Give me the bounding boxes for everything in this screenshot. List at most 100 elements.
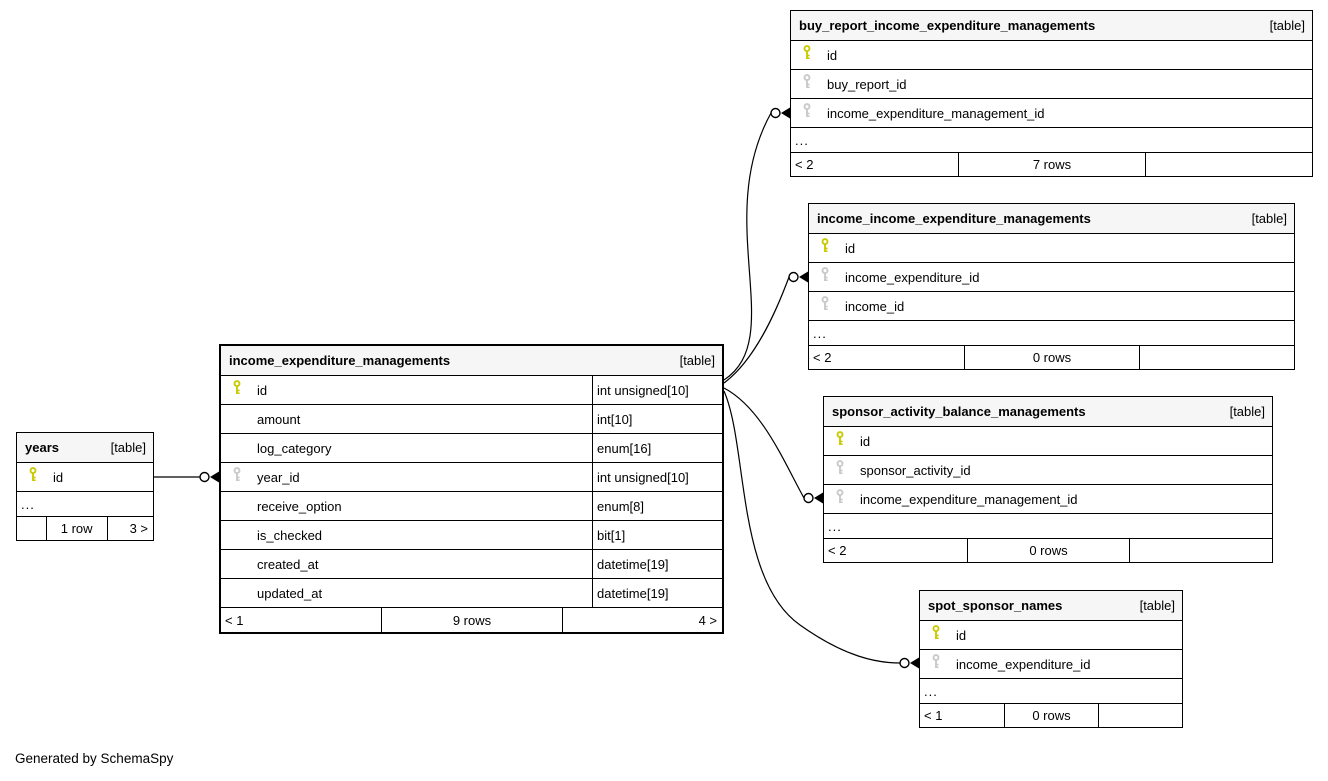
column-row-income_expenditure_management_id: income_expenditure_management_id xyxy=(824,484,1272,513)
key-icon-slot xyxy=(820,296,830,316)
cardinality-circle xyxy=(788,271,799,283)
column-cell: updated_at xyxy=(221,579,592,607)
table-header-years[interactable]: years [table] xyxy=(17,433,153,462)
column-name: id xyxy=(257,382,268,398)
foreign-key-arrowhead xyxy=(781,107,790,119)
key-icon-slot xyxy=(802,103,812,123)
column-cell: id xyxy=(791,41,1312,69)
column-row-income_expenditure_management_id: income_expenditure_management_id xyxy=(791,98,1312,127)
column-cell: id xyxy=(824,427,1272,455)
table-header-spot_sponsor_names[interactable]: spot_sponsor_names [table] xyxy=(920,591,1182,620)
column-cell: income_id xyxy=(809,292,1294,320)
column-name: id xyxy=(860,433,871,449)
table-header-income_income_expenditure_managements[interactable]: income_income_expenditure_managements[ta… xyxy=(809,204,1294,233)
column-cell: is_checked xyxy=(221,521,592,549)
column-cell: buy_report_id xyxy=(791,70,1312,98)
relationship-line xyxy=(723,390,901,664)
table-type-tag: [table] xyxy=(1139,598,1175,613)
primary-key-icon xyxy=(931,625,941,645)
cardinality-circle xyxy=(899,657,910,669)
table-title[interactable]: sponsor_activity_balance_managements xyxy=(832,404,1086,419)
truncated-columns-ellipsis: ... xyxy=(17,491,153,516)
key-icon-slot xyxy=(802,45,812,65)
relationship-income_expenditure_managements-to-buy_report_income_expenditure_managements xyxy=(723,107,790,381)
column-row-income_id: income_id xyxy=(809,291,1294,320)
cardinality-circle xyxy=(770,107,781,119)
row-count: 0 rows xyxy=(964,346,1139,369)
column-type: int unsigned[10] xyxy=(592,376,722,404)
column-row-buy_report_id: buy_report_id xyxy=(791,69,1312,98)
column-row-id: id xyxy=(809,233,1294,262)
foreign-key-arrowhead xyxy=(210,471,219,483)
column-type: datetime[19] xyxy=(592,550,722,578)
column-type: enum[8] xyxy=(592,492,722,520)
row-count: 7 rows xyxy=(957,153,1146,176)
foreign-key-icon xyxy=(820,296,830,316)
related-tables-right: 3 > xyxy=(106,517,153,540)
table-type-tag: [table] xyxy=(1229,404,1265,419)
key-icon-slot xyxy=(802,74,812,94)
column-cell: receive_option xyxy=(221,492,592,520)
column-name: updated_at xyxy=(257,585,323,601)
generator-credit: Generated by SchemaSpy xyxy=(15,751,174,766)
column-name: id xyxy=(845,240,856,256)
column-name: log_category xyxy=(257,440,332,456)
relationship-income_expenditure_managements-to-spot_sponsor_names xyxy=(723,390,919,669)
column-type: int[10] xyxy=(592,405,722,433)
table-header-sponsor_activity_balance_managements[interactable]: sponsor_activity_balance_managements [tab… xyxy=(824,397,1272,426)
table-title[interactable]: buy_report_income_expenditure_management… xyxy=(799,18,1096,33)
column-row-income_expenditure_id: income_expenditure_id xyxy=(809,262,1294,291)
column-cell: amount xyxy=(221,405,592,433)
related-tables-right: 4 > xyxy=(561,608,722,632)
table-header-buy_report_income_expenditure_managements[interactable]: buy_report_income_expenditure_management… xyxy=(791,11,1312,40)
column-name: id xyxy=(53,469,64,485)
table-type-tag: [table] xyxy=(1269,18,1305,33)
table-spot_sponsor_names: spot_sponsor_names [table] id income_expend… xyxy=(919,590,1183,728)
column-cell: id xyxy=(221,376,592,404)
key-icon-slot xyxy=(931,654,941,674)
related-tables-left xyxy=(17,517,46,540)
foreign-key-icon xyxy=(802,103,812,123)
column-row-id: id xyxy=(920,620,1182,649)
table-title[interactable]: income_income_expenditure_managements xyxy=(817,211,1091,226)
related-tables-left: < 1 xyxy=(225,612,244,628)
key-icon-slot xyxy=(232,380,242,400)
related-tables-right xyxy=(1145,153,1312,176)
column-name: id xyxy=(827,47,838,63)
truncated-columns-ellipsis: ... xyxy=(824,513,1272,538)
key-icon-slot xyxy=(820,238,830,258)
column-name: income_expenditure_id xyxy=(956,656,1091,672)
foreign-key-arrowhead xyxy=(910,657,919,669)
related-tables-left: < 2 xyxy=(828,543,847,558)
column-cell: id xyxy=(17,463,153,491)
table-title[interactable]: spot_sponsor_names xyxy=(928,598,1063,613)
key-icon-slot xyxy=(931,625,941,645)
table-income_income_expenditure_managements: income_income_expenditure_managements[ta… xyxy=(808,203,1295,370)
column-name: is_checked xyxy=(257,527,323,543)
primary-key-icon xyxy=(802,45,812,65)
table-title[interactable]: years xyxy=(25,440,59,455)
table-header-income_expenditure_managements[interactable]: income_expenditure_managements[table] xyxy=(221,346,722,375)
column-row-id: id int unsigned[10] xyxy=(221,375,722,404)
truncated-columns-ellipsis: ... xyxy=(791,127,1312,152)
table-type-tag: [table] xyxy=(110,440,146,455)
relationship-income_expenditure_managements-to-income_income_expenditure_managements xyxy=(723,271,808,384)
row-count: 0 rows xyxy=(967,539,1128,562)
related-tables-right xyxy=(1138,346,1294,369)
column-name: income_expenditure_management_id xyxy=(827,105,1045,121)
column-name: income_expenditure_id xyxy=(845,269,980,285)
column-row-amount: amount int[10] xyxy=(221,404,722,433)
table-title[interactable]: income_expenditure_managements xyxy=(229,353,451,368)
key-icon-slot xyxy=(835,489,845,509)
column-row-id: id xyxy=(791,40,1312,69)
column-name: amount xyxy=(257,411,301,427)
